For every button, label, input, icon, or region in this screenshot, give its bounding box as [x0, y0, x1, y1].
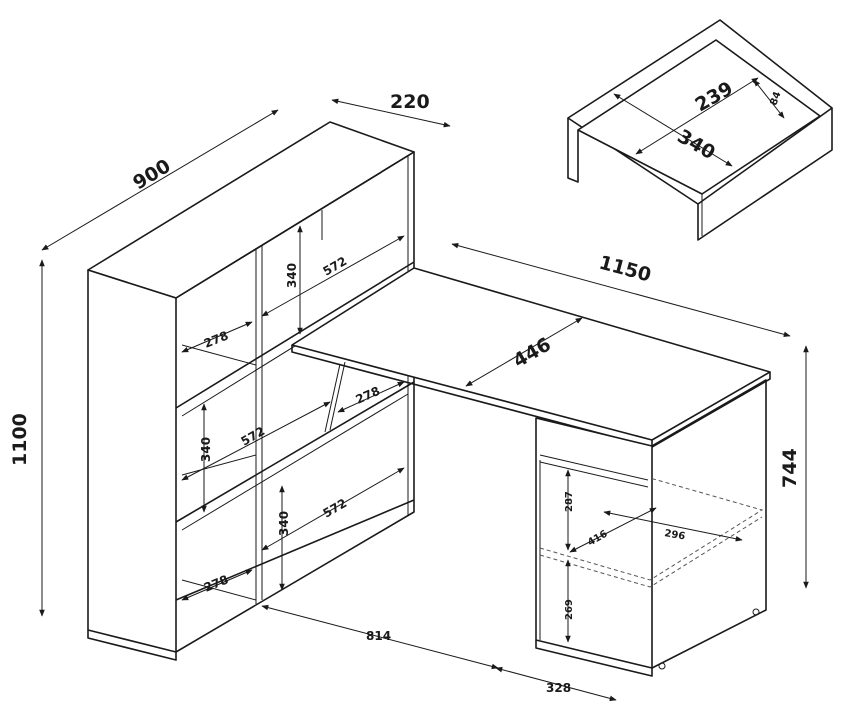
label-desk-height: 744 — [779, 448, 801, 488]
label-cell-width-mid: 572 — [239, 424, 268, 449]
label-cabinet-upper-height: 287 — [564, 491, 575, 512]
label-shelf-width: 900 — [129, 155, 174, 194]
label-cell-height-top: 340 — [285, 263, 299, 288]
drawer-illustration — [567, 19, 833, 241]
label-cabinet-width: 328 — [546, 681, 571, 695]
label-total-height: 1100 — [9, 413, 31, 466]
label-shelf-depth: 220 — [390, 91, 430, 113]
dimension-lines — [39, 77, 809, 702]
label-drawer-inner-height: 84 — [768, 90, 783, 107]
label-cell-width-low: 572 — [321, 496, 350, 521]
desk — [291, 267, 771, 677]
label-desk-length: 1150 — [597, 252, 654, 287]
label-cell-height-mid: 340 — [199, 437, 213, 462]
label-cell-depth-top: 278 — [202, 328, 230, 350]
label-cabinet-shelf-width: 296 — [663, 528, 686, 542]
label-gap-width: 814 — [366, 629, 391, 643]
label-cell-height-low: 340 — [277, 511, 291, 536]
label-cabinet-lower-height: 269 — [564, 599, 575, 620]
